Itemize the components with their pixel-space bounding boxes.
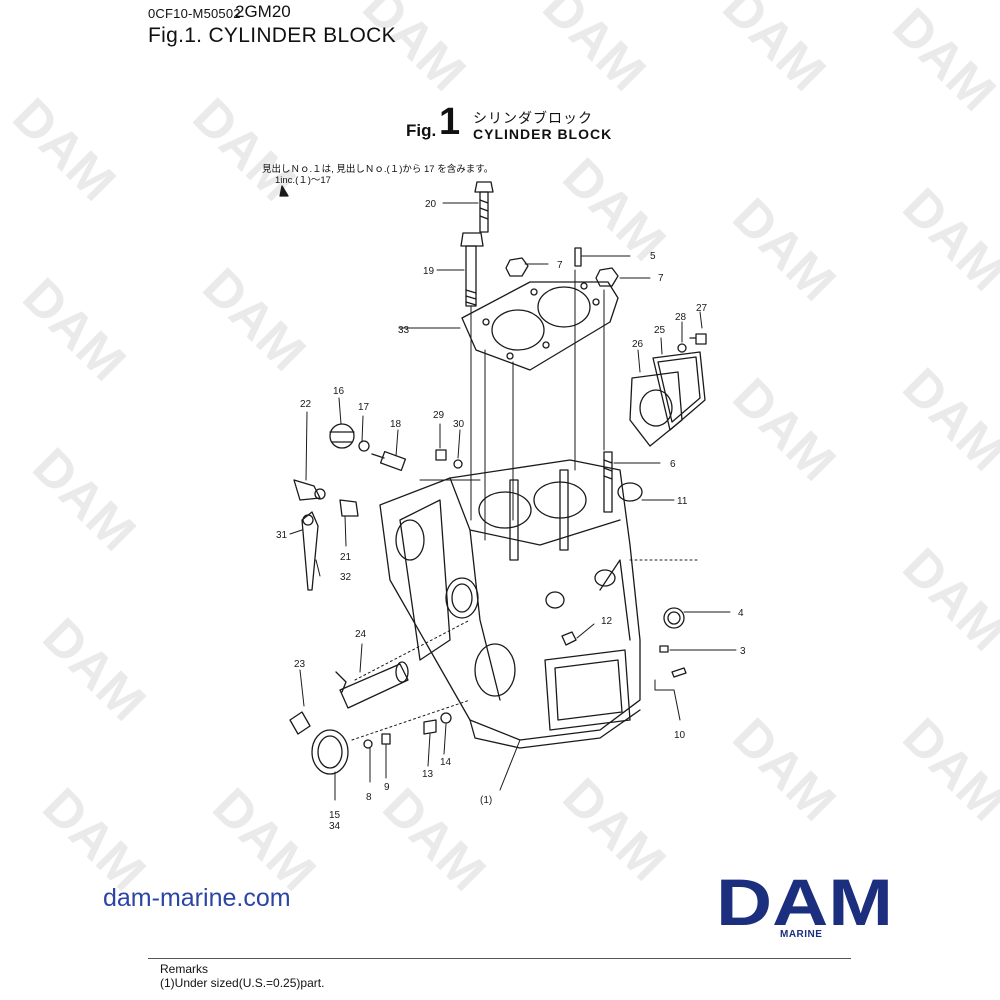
callout: 25 [654,325,666,336]
bolt-27 [689,333,707,345]
callout: 24 [355,629,367,640]
callout: 5 [650,251,656,262]
callout: 14 [440,757,452,768]
washer-8 [363,739,373,749]
figure-label: Fig. [406,121,437,140]
callout: 21 [340,552,352,563]
callout: 34 [329,821,341,832]
callout: (1) [480,795,492,806]
nut-icon [595,267,619,287]
figure-title-en: CYLINDER BLOCK [473,126,613,142]
head-bolt-19 [460,232,484,307]
callout: 17 [358,402,370,413]
plug-11 [617,482,643,502]
note-arrow-icon [279,185,289,197]
callout: 4 [738,608,744,619]
callout: 18 [390,419,402,430]
model-name: 2GM20 [235,2,291,21]
elbow-23 [289,711,311,735]
leader-lines [289,202,737,801]
remarks-title: Remarks [160,962,209,976]
callout: 10 [674,730,686,741]
logo-subtitle: MARINE [780,929,823,940]
figure-number: 1 [439,101,461,143]
plug-16 [329,423,355,449]
figure-title-jp: シリンダブロック [473,110,593,126]
callout: 32 [340,572,352,583]
callout: 31 [276,530,288,541]
dam-logo: DAM [716,871,893,935]
washer-30 [453,459,463,469]
callout: 12 [601,616,613,627]
callout: 13 [422,769,434,780]
plug-9 [381,733,391,745]
callout: 22 [300,399,312,410]
side-cover-25 [652,351,706,431]
page-title: Fig.1. CYLINDER BLOCK [148,24,396,47]
callout: 20 [425,199,437,210]
callout: 9 [384,782,390,793]
seal-ring-4 [663,607,685,629]
callout: 19 [423,266,435,277]
callout: 16 [333,386,345,397]
site-link[interactable]: dam-marine.com [103,884,291,912]
callout: 15 [329,810,341,821]
callout: 7 [658,273,664,284]
callout: 33 [398,325,410,336]
logo-text: DAM [716,871,893,935]
callout: 7 [557,260,563,271]
divider [148,958,851,959]
plug-3 [659,645,669,653]
side-gasket-26 [629,371,683,447]
doc-code: 0CF10-M50502 [148,6,241,21]
plug-13 [423,719,437,735]
callout: 11 [677,496,688,507]
callout: 29 [433,410,445,421]
seal-15 [311,729,349,775]
washer-14 [440,712,452,724]
nut-icon [505,257,529,277]
cylinder-block-1 [379,459,641,749]
callout: 30 [453,419,465,430]
fitting-22 [293,479,326,501]
callout: 6 [670,459,676,470]
dowel-pin-5 [574,247,582,267]
washer-17 [358,440,370,452]
hose-32 [301,511,319,591]
washer-28 [677,343,687,353]
callout: 8 [366,792,372,803]
callout: 28 [675,312,687,323]
remarks-text: (1)Under sized(U.S.=0.25)part. [160,976,325,990]
bolt-12 [561,631,577,646]
callout: 27 [696,303,708,314]
bolt-29 [435,449,447,461]
union-18 [371,450,407,472]
pin-10 [671,667,687,678]
callout: 23 [294,659,306,670]
head-bolt-20 [474,181,494,233]
callout: 26 [632,339,644,350]
callout: 3 [740,646,746,657]
inclusion-note-en: 1inc.(１)～17 [275,175,331,186]
water-pipe-24 [335,661,409,709]
nipple-21 [339,499,359,517]
inclusion-note-jp: 見出しＮｏ.１は, 見出しＮｏ.(１)から 17 を含みます。 [262,164,494,175]
stud-6 [603,451,613,513]
